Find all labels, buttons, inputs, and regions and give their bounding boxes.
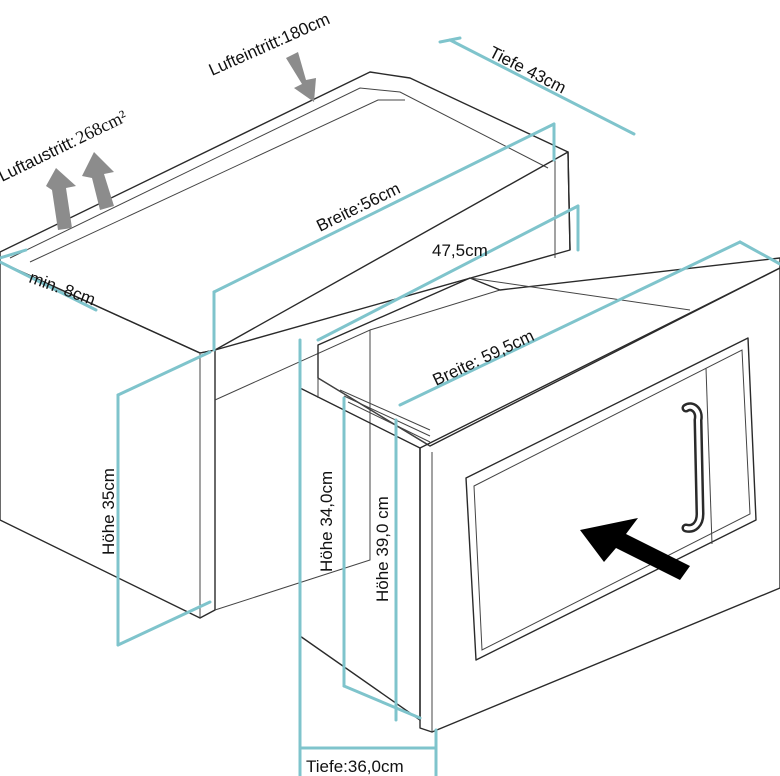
- microwave-top: [317, 257, 780, 447]
- microwave-window-inner: [473, 349, 751, 651]
- cabinet-right-edge: [214, 151, 571, 351]
- air-inlet-label: Lufteintritt:180cm: [206, 9, 333, 79]
- microwave-top-front-edge: [317, 377, 431, 447]
- oven-body-height-label: Höhe 34,0cm: [317, 471, 336, 572]
- vent-slats: [339, 389, 431, 443]
- arrow-insert-icon: [580, 518, 690, 580]
- cabinet-top-inner-edge: [29, 99, 405, 263]
- cabinet-left-face: [0, 261, 216, 619]
- air-outlet-arrows: [46, 152, 114, 230]
- cabinet-height-label: Höhe 35cm: [99, 468, 118, 555]
- microwave-front: [419, 267, 780, 733]
- oven-depth-label: Tiefe:36,0cm: [306, 757, 404, 776]
- oven-front-height-label: Höhe 39,0 cm: [373, 496, 392, 602]
- arrow-up-icon: [46, 168, 76, 230]
- cabinet-inner-panel: [214, 329, 371, 611]
- arrow-down-icon: [286, 52, 316, 102]
- door-divider: [705, 367, 713, 545]
- microwave-window: [465, 337, 757, 661]
- cabinet-inner-shelf: [369, 289, 501, 331]
- cabinet: [0, 71, 571, 619]
- oven-width-label: Breite: 59,5cm: [430, 326, 537, 390]
- cabinet-depth-label: Tiefe 43cm: [486, 43, 569, 98]
- air-inlet-arrow: [286, 52, 316, 102]
- cabinet-width-label: Breite:56cm: [313, 179, 403, 236]
- min-gap-label: min. 8cm: [27, 268, 98, 309]
- microwave-top-back-edge: [469, 277, 691, 311]
- dimension-lines: [0, 36, 780, 776]
- arrow-up-icon: [82, 152, 114, 210]
- air-outlet-label: Luftaustritt:268cm²: [0, 106, 130, 186]
- opening-width-label: 47,5cm: [432, 241, 488, 260]
- cabinet-top-rear-edge: [9, 87, 549, 259]
